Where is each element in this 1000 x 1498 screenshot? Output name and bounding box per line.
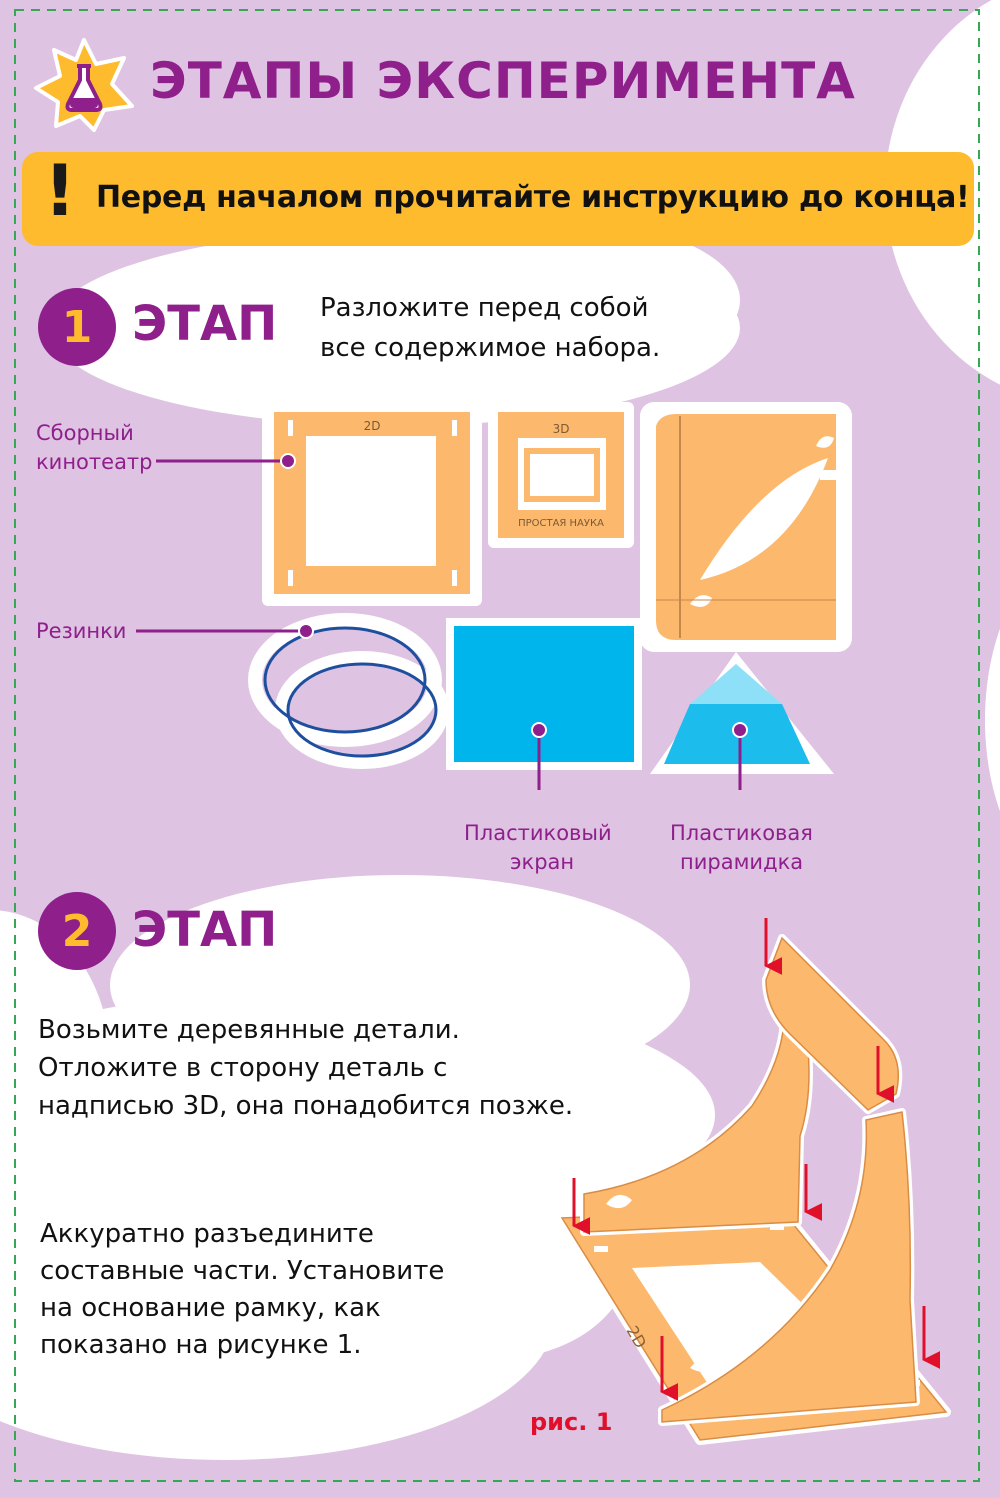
- dashed-border: [14, 9, 980, 1482]
- stage1-cloud-bump: [380, 220, 740, 380]
- pyramid-label-line1: Пластиковая: [670, 821, 813, 845]
- stage1-number-badge: 1: [38, 288, 116, 366]
- stage2-cloud-lower-right: [350, 1160, 630, 1360]
- stage1-text-line2: все содержимое набора.: [320, 333, 661, 363]
- stage2-p1-line3: надписью 3D, она понадобится позже.: [38, 1091, 574, 1121]
- kit-parts-illustration: 2D 3D ПРОСТАЯ НАУКА: [136, 400, 852, 790]
- warning-banner: [22, 152, 974, 246]
- stage1-text-line1: Разложите перед собой: [320, 293, 649, 323]
- rubber-bands: [248, 613, 449, 769]
- frame-3d-caption: ПРОСТАЯ НАУКА: [518, 518, 604, 529]
- frame-2d-label: 2D: [364, 419, 381, 433]
- frame-2d: 2D: [262, 400, 482, 606]
- leader-dots: [280, 453, 748, 738]
- stage1-heading: ЭТАП: [132, 296, 278, 352]
- figure-caption: рис. 1: [530, 1408, 613, 1436]
- exclamation-icon: !: [44, 150, 76, 232]
- leader-lines: [136, 459, 742, 790]
- stage2-p1-line1: Возьмите деревянные детали.: [38, 1015, 460, 1045]
- screen-label-line1: Пластиковый: [464, 821, 612, 845]
- assembly-figure: 2D: [557, 918, 951, 1445]
- cinema-label-line2: кинотеатр: [36, 450, 153, 474]
- plastic-pyramid: [650, 652, 834, 774]
- frame-3d-label: 3D: [553, 422, 570, 436]
- stage2-p2-line1: Аккуратно разъедините: [40, 1219, 374, 1249]
- cinema-label-line1: Сборный: [36, 421, 134, 445]
- side-supports: [640, 402, 852, 652]
- screen-label-line2: экран: [510, 850, 575, 874]
- bands-label: Резинки: [36, 619, 127, 643]
- stage2-p1-line2: Отложите в сторону деталь с: [38, 1053, 448, 1083]
- warning-text: Перед началом прочитайте инструкцию до к…: [96, 180, 970, 215]
- flask-icon: [34, 38, 134, 132]
- page-title: ЭТАПЫ ЭКСПЕРИМЕНТА: [150, 52, 856, 110]
- stage2-p2-line2: составные части. Установите: [40, 1256, 445, 1286]
- right-cloud-middle: [985, 628, 1000, 812]
- placement-arrows: [572, 918, 941, 1401]
- stage2-number-badge: 2: [38, 892, 116, 970]
- stage2-heading: ЭТАП: [132, 902, 278, 958]
- pyramid-label-line2: пирамидка: [680, 850, 804, 874]
- stage2-p2-line3: на основание рамку, как: [40, 1293, 381, 1323]
- frame-3d: 3D ПРОСТАЯ НАУКА: [488, 402, 634, 548]
- stage2-p2-line4: показано на рисунке 1.: [40, 1330, 362, 1360]
